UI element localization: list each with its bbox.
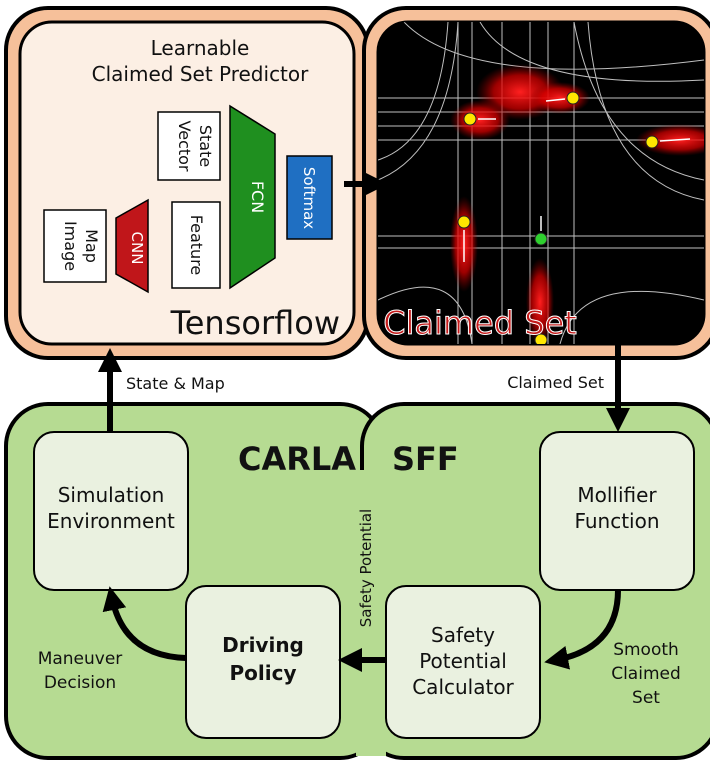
policy-to-simulation-arrow [102, 586, 187, 661]
maneuver-line1: Maneuver [38, 649, 123, 669]
softmax-label: Softmax [300, 167, 318, 229]
mollifier-to-calculator-arrow [544, 589, 621, 670]
smooth-line1: Smooth [613, 640, 679, 660]
carla-label: CARLA [238, 440, 356, 478]
claimed-set-connector-label: Claimed Set [507, 373, 604, 392]
state-vector-box [157, 111, 221, 181]
simulation-line2: Environment [47, 509, 175, 533]
map-image-line2: Image [61, 221, 80, 271]
maneuver-line2: Decision [44, 673, 116, 693]
map-image-line1: Map [82, 229, 101, 263]
mollifier-line2: Function [574, 509, 659, 533]
fcn-block [229, 104, 276, 290]
smooth-line3: Set [632, 688, 660, 708]
tensorflow-label: Tensorflow [170, 304, 340, 342]
softmax-box [286, 155, 333, 240]
vehicles [457, 91, 691, 344]
smooth-line2: Claimed [611, 664, 681, 684]
map-image-box [43, 209, 107, 283]
calculator-line2: Potential [419, 649, 507, 673]
predictor-title-line1: Learnable [151, 36, 250, 60]
sff-label: SFF [392, 440, 459, 478]
fcn-label: FCN [248, 181, 267, 213]
calculator-line1: Safety [431, 623, 495, 647]
calculator-line3: Calculator [412, 675, 514, 699]
state-map-label: State & Map [126, 374, 225, 393]
driving-policy-line2: Policy [229, 661, 296, 685]
simulation-line1: Simulation [58, 483, 165, 507]
mollifier-line1: Mollifier [577, 483, 657, 507]
driving-policy-line1: Driving [222, 633, 304, 657]
predictor-title-line2: Claimed Set Predictor [92, 62, 309, 86]
claimed-set-map [378, 22, 704, 344]
feature-label: Feature [187, 215, 206, 275]
feature-box [171, 201, 221, 289]
cnn-block [115, 198, 149, 294]
cnn-label: CNN [128, 232, 146, 265]
safety-potential-label: Safety Potential [357, 509, 375, 627]
state-vector-line2: Vector [175, 121, 194, 172]
state-vector-line1: State [196, 125, 215, 167]
claimed-set-label: Claimed Set [383, 304, 577, 342]
